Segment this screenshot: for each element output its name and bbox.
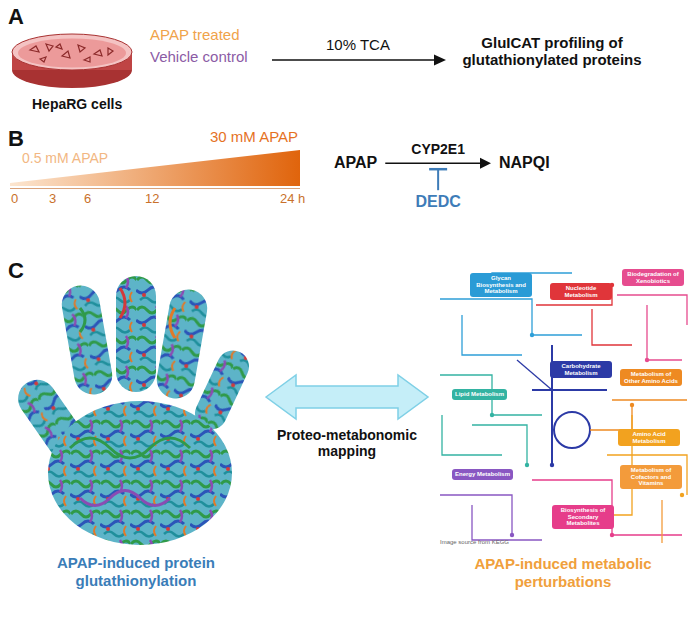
inhibition-bar — [429, 168, 447, 171]
chemical-name: NAPQI — [495, 152, 554, 174]
pathway-name: Energy Metabolism — [455, 471, 510, 478]
pathway-name: Glycan Biosynthesis and Metabolism — [473, 275, 529, 295]
panel-letter: A — [8, 4, 24, 29]
time-tick: 24 h — [280, 192, 305, 207]
inhibition-line — [437, 169, 439, 190]
pathway-name: Biosynthesis of Secondary Metabolites — [555, 507, 611, 527]
arrow-head — [480, 158, 491, 169]
petri-dish — [12, 34, 132, 88]
chemical-node: APAP — [330, 152, 381, 174]
time-tick: 3 — [49, 192, 56, 207]
pathway-box: Carbohydrate Metabolism — [550, 361, 612, 378]
protein-figure: APAP-induced protein glutathionylation — [10, 268, 262, 594]
figure-caption: APAP-induced metabolic perturbations — [432, 555, 694, 591]
figure-caption: APAP-induced protein glutathionylation — [10, 554, 262, 590]
pathway-box: Biodegradation of Xenobiotics — [622, 269, 684, 286]
connector — [266, 375, 428, 419]
time-tick: 0 — [11, 192, 18, 207]
dose-wedge — [10, 150, 300, 186]
pathway-box: Nucleotide Metabolism — [550, 283, 612, 300]
pathway-name: Lipid Metabolism — [455, 391, 504, 398]
edge-label: Proteo-metabonomic mapping — [265, 427, 430, 459]
protein-hand-illustration — [10, 268, 262, 548]
pathway-box: Metabolism of Cofactors and Vitamins — [620, 465, 682, 489]
cell-label: HepaRG cells — [32, 96, 122, 112]
pathway-box: Biosynthesis of Secondary Metabolites — [552, 505, 614, 529]
time-tick: 12 — [145, 192, 159, 207]
condition-label: APAP treated — [150, 26, 240, 43]
condition-label: Vehicle control — [150, 48, 248, 65]
connector — [385, 158, 491, 169]
panel-letter: C — [8, 258, 24, 283]
pathway-name: Carbohydrate Metabolism — [553, 363, 609, 376]
source-note: Image source from KEGG — [440, 539, 509, 546]
pathway-box: Energy Metabolism — [452, 469, 513, 480]
chemical-name: APAP — [330, 152, 381, 174]
time-axis — [10, 188, 300, 189]
dose-label: 0.5 mM APAP — [22, 150, 108, 166]
pathway-box: Metabolism of Other Amino Acids — [620, 369, 682, 386]
pathway-name: Nucleotide Metabolism — [553, 285, 609, 298]
pathway-name: Metabolism of Cofactors and Vitamins — [623, 467, 679, 487]
pathway-name: Biodegradation of Xenobiotics — [625, 271, 681, 284]
method-label: GluICAT profiling of glutathionylated pr… — [462, 34, 642, 69]
reaction-arrow — [385, 162, 482, 164]
pathway-name: Metabolism of Other Amino Acids — [623, 371, 679, 384]
step-label: 10% TCA — [326, 36, 390, 53]
metabolic-map-figure: APAP-induced metabolic perturbations Glyc… — [432, 265, 694, 593]
edge-label: CYP2E1 — [411, 141, 465, 157]
pathway-box: Amino Acid Metabolism — [618, 429, 680, 446]
panel-letter: B — [8, 126, 24, 151]
double-arrow — [266, 375, 428, 419]
pathway-name: Amino Acid Metabolism — [621, 431, 677, 444]
inhibitor-label: DEDC — [415, 193, 460, 211]
inhibition-mark — [429, 169, 447, 190]
pathway-box: Glycan Biosynthesis and Metabolism — [470, 273, 532, 297]
pathway-box: Lipid Metabolism — [452, 389, 507, 400]
process-arrow — [272, 55, 446, 66]
dose-label: 30 mM APAP — [210, 128, 298, 145]
chemical-node: NAPQI — [495, 152, 554, 174]
time-tick: 6 — [84, 192, 91, 207]
